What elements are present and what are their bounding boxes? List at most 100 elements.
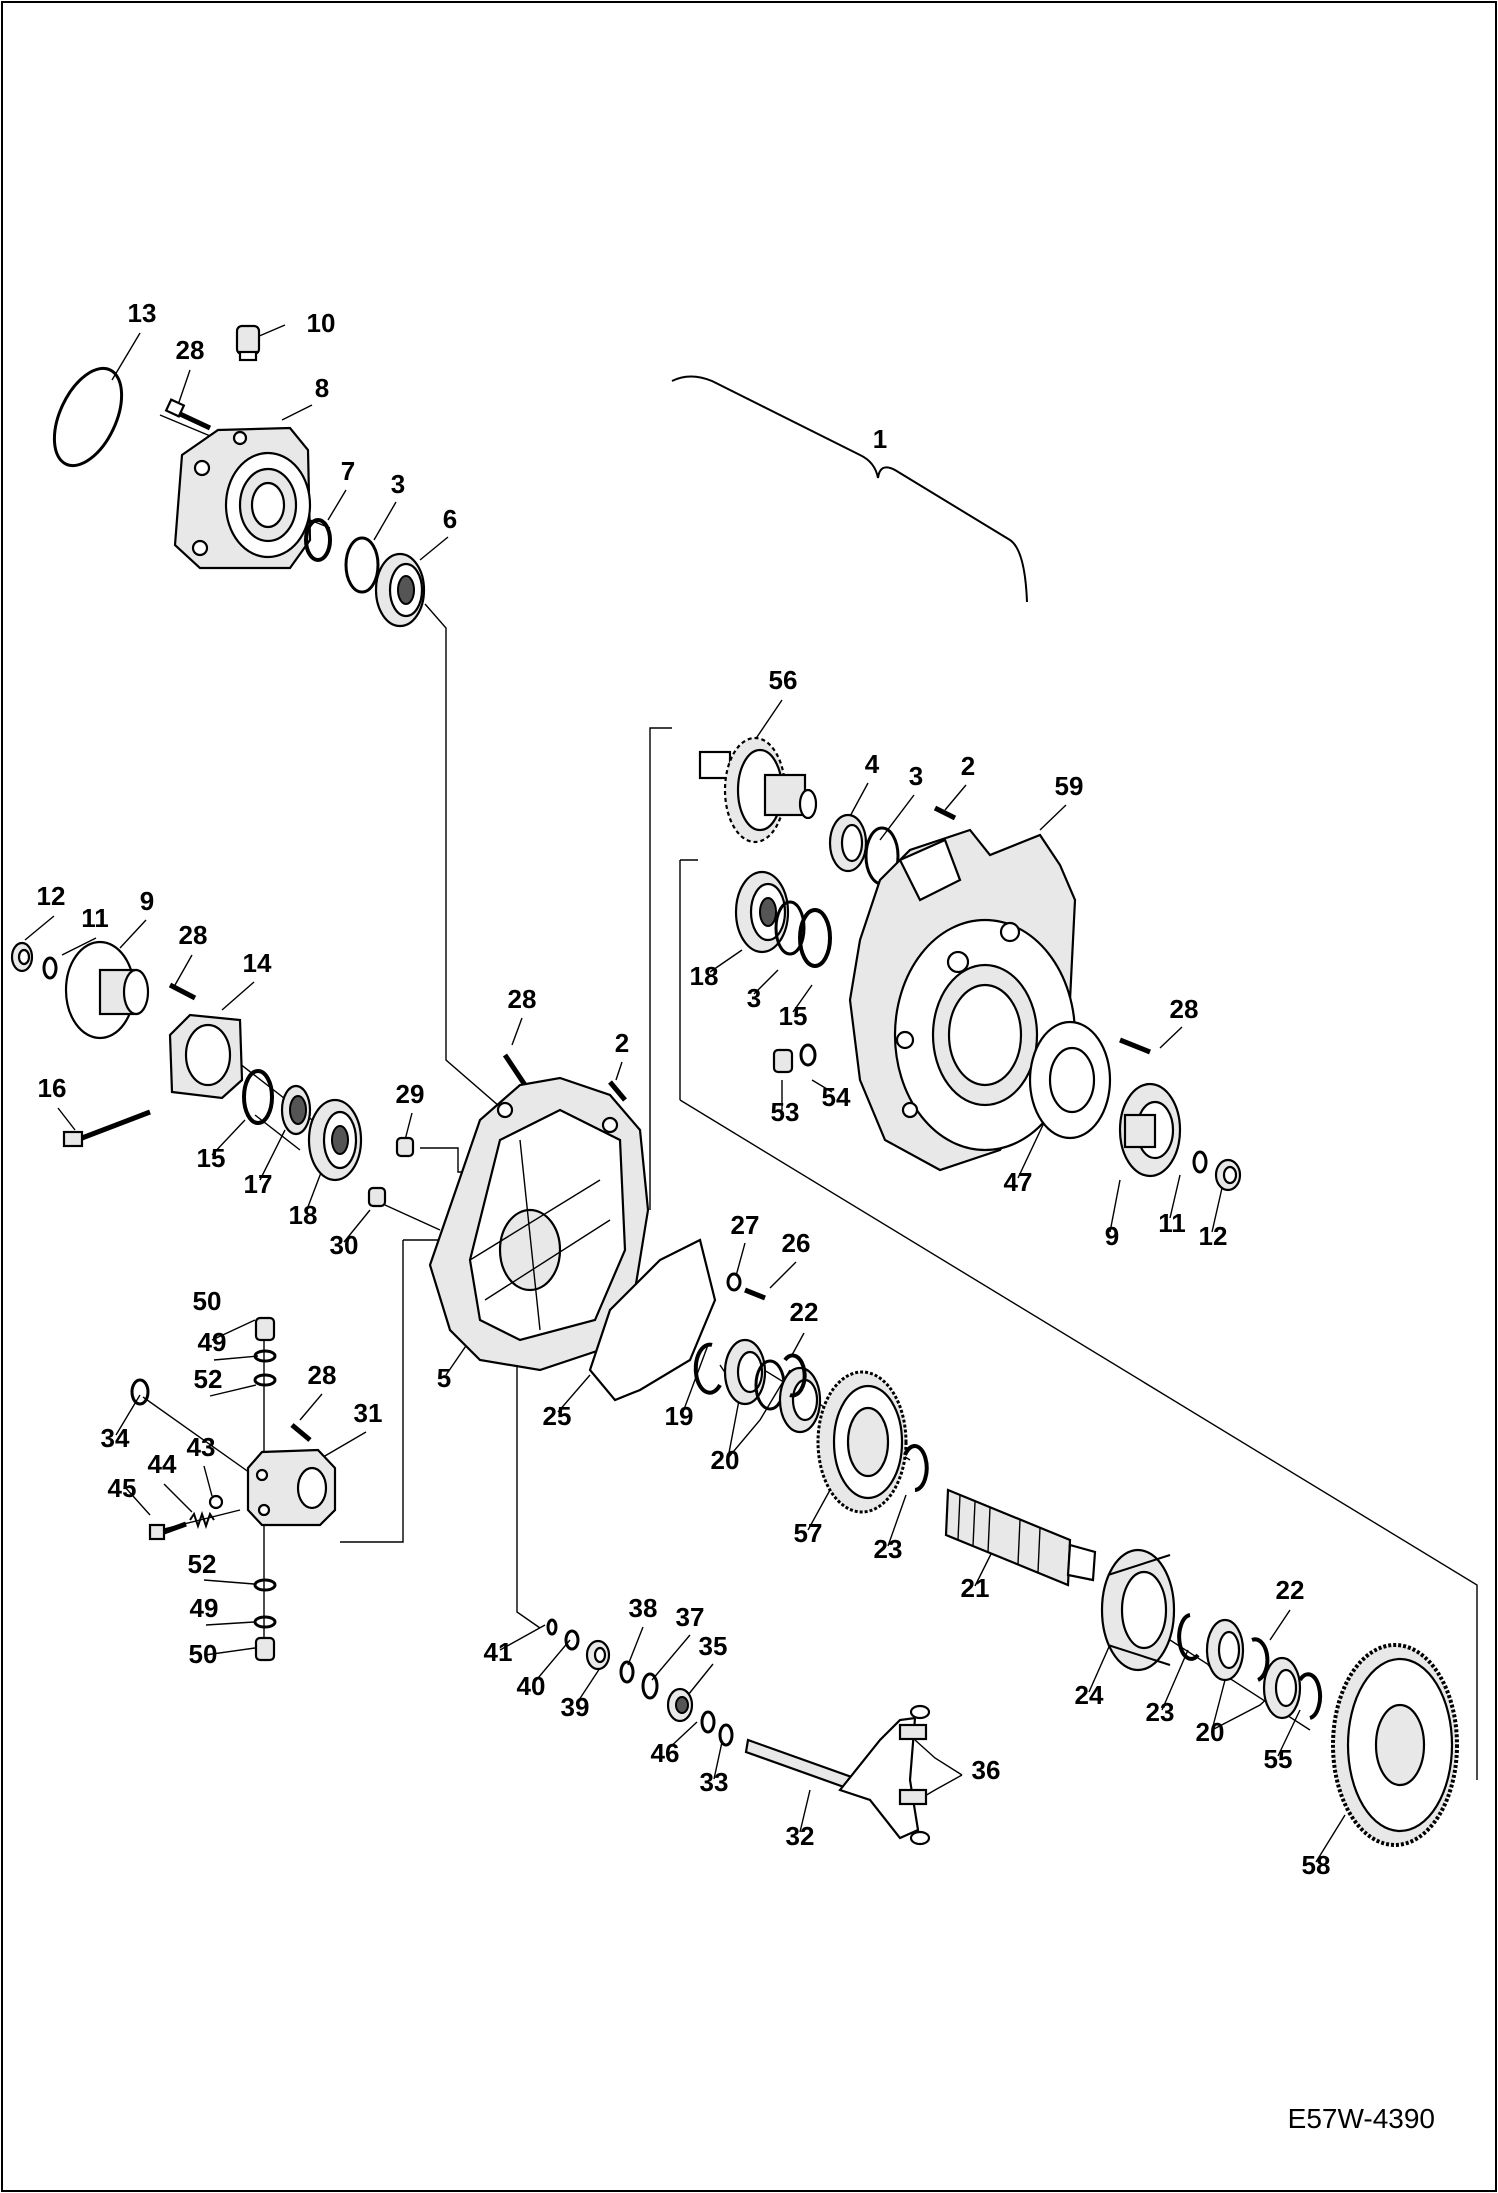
callout-c11a: 11 <box>81 903 109 933</box>
callout-c55: 55 <box>1264 1744 1293 1774</box>
bearing-18-a <box>307 1098 363 1182</box>
snap-ring-19 <box>693 1342 722 1395</box>
ring-3-a <box>344 536 380 594</box>
callout-c15b: 15 <box>779 1001 808 1031</box>
callout-c36: 36 <box>972 1755 1001 1785</box>
callout-c8: 8 <box>315 373 329 403</box>
callout-c18b: 18 <box>690 961 719 991</box>
callout-c33: 33 <box>700 1767 729 1797</box>
callout-c52a: 52 <box>194 1364 223 1394</box>
callout-c38: 38 <box>629 1593 658 1623</box>
callout-c52b: 52 <box>188 1549 217 1579</box>
callout-c25: 25 <box>543 1401 572 1431</box>
gear-57 <box>816 1370 908 1514</box>
callout-c28e: 28 <box>308 1360 337 1390</box>
plug-50-b <box>254 1636 276 1662</box>
callout-c45: 45 <box>108 1473 137 1503</box>
callout-c20a: 20 <box>711 1445 740 1475</box>
callout-c3c: 3 <box>747 983 761 1013</box>
callout-c9b: 9 <box>1105 1221 1119 1251</box>
ring-7 <box>304 518 332 562</box>
bearing-4 <box>828 813 868 873</box>
cover-plate-25 <box>588 1238 717 1402</box>
callout-c4: 4 <box>865 749 880 779</box>
callout-c15a: 15 <box>197 1143 226 1173</box>
o-ring-52-b <box>253 1578 277 1592</box>
callout-c50a: 50 <box>193 1286 222 1316</box>
callout-c6: 6 <box>443 504 457 534</box>
callout-c32: 32 <box>786 1821 815 1851</box>
bearing-20-b <box>778 1366 822 1434</box>
snap-ring-34 <box>130 1378 150 1406</box>
callout-c50b: 50 <box>189 1639 218 1669</box>
callout-c2a: 2 <box>961 751 975 781</box>
callout-c10: 10 <box>307 308 336 338</box>
ring-15-a <box>242 1069 274 1125</box>
callout-c44: 44 <box>148 1449 177 1479</box>
drawing-code: E57W-4390 <box>1288 2103 1435 2134</box>
hub-9-a <box>64 940 150 1040</box>
callout-c7: 7 <box>341 456 355 486</box>
hub-24 <box>1100 1548 1176 1672</box>
ring-11-a <box>42 956 58 980</box>
snap-ring-23-a <box>903 1444 929 1492</box>
callout-c18a: 18 <box>289 1200 318 1230</box>
plug-29 <box>395 1136 415 1158</box>
ring-11-b <box>1192 1150 1208 1174</box>
collar-39 <box>585 1639 611 1671</box>
washer-27 <box>726 1272 742 1292</box>
callout-c3b: 3 <box>909 761 923 791</box>
callout-c28a: 28 <box>176 335 205 365</box>
washer-49-a <box>253 1349 277 1363</box>
callout-c40: 40 <box>517 1671 546 1701</box>
callout-c23b: 23 <box>1146 1697 1175 1727</box>
collar-35 <box>666 1687 694 1723</box>
callout-c59: 59 <box>1055 771 1084 801</box>
callout-c28b: 28 <box>179 920 208 950</box>
callout-c53: 53 <box>771 1097 800 1127</box>
callout-c20b: 20 <box>1196 1717 1225 1747</box>
spring-44 <box>189 1510 215 1530</box>
snap-ring-55 <box>1298 1672 1323 1720</box>
o-ring-52-a <box>253 1373 277 1387</box>
callout-c49b: 49 <box>190 1593 219 1623</box>
callout-c12a: 12 <box>37 881 66 911</box>
bearing-6 <box>374 552 426 628</box>
bolt-45 <box>148 1521 187 1541</box>
callout-c9a: 9 <box>140 886 154 916</box>
callout-c46: 46 <box>651 1738 680 1768</box>
seal-12-b <box>1214 1158 1242 1192</box>
gear-shaft-56 <box>698 736 818 844</box>
bolt-16 <box>62 1109 151 1148</box>
snap-ring-22-a <box>783 1353 807 1398</box>
ring-38 <box>619 1660 635 1684</box>
callout-c49a: 49 <box>198 1327 227 1357</box>
ring-46 <box>700 1710 716 1734</box>
callout-c43: 43 <box>187 1432 216 1462</box>
callout-c21: 21 <box>961 1573 990 1603</box>
leader-lines <box>24 324 1346 1863</box>
pin-2-b <box>608 1080 627 1102</box>
callout-c27: 27 <box>731 1210 760 1240</box>
ring-37 <box>641 1672 659 1700</box>
callout-c14: 14 <box>243 948 272 978</box>
callout-c56: 56 <box>769 665 798 695</box>
plug-10 <box>235 324 261 362</box>
callout-c41: 41 <box>484 1637 513 1667</box>
ring-15-b <box>798 908 832 968</box>
callout-c3a: 3 <box>391 469 405 499</box>
gear-58 <box>1331 1643 1459 1847</box>
bolt-28-b <box>168 982 197 1001</box>
assembly-brace <box>671 375 1028 603</box>
shift-fork-32 <box>744 1704 931 1846</box>
callout-c29: 29 <box>396 1079 425 1109</box>
callout-c37: 37 <box>676 1602 705 1632</box>
cover-housing-8 <box>173 426 312 570</box>
ball-43 <box>208 1494 224 1510</box>
callout-c17: 17 <box>244 1169 273 1199</box>
hub-9-b <box>1118 1082 1182 1178</box>
callout-c47: 47 <box>1004 1167 1033 1197</box>
callout-c1: 1 <box>873 424 887 454</box>
